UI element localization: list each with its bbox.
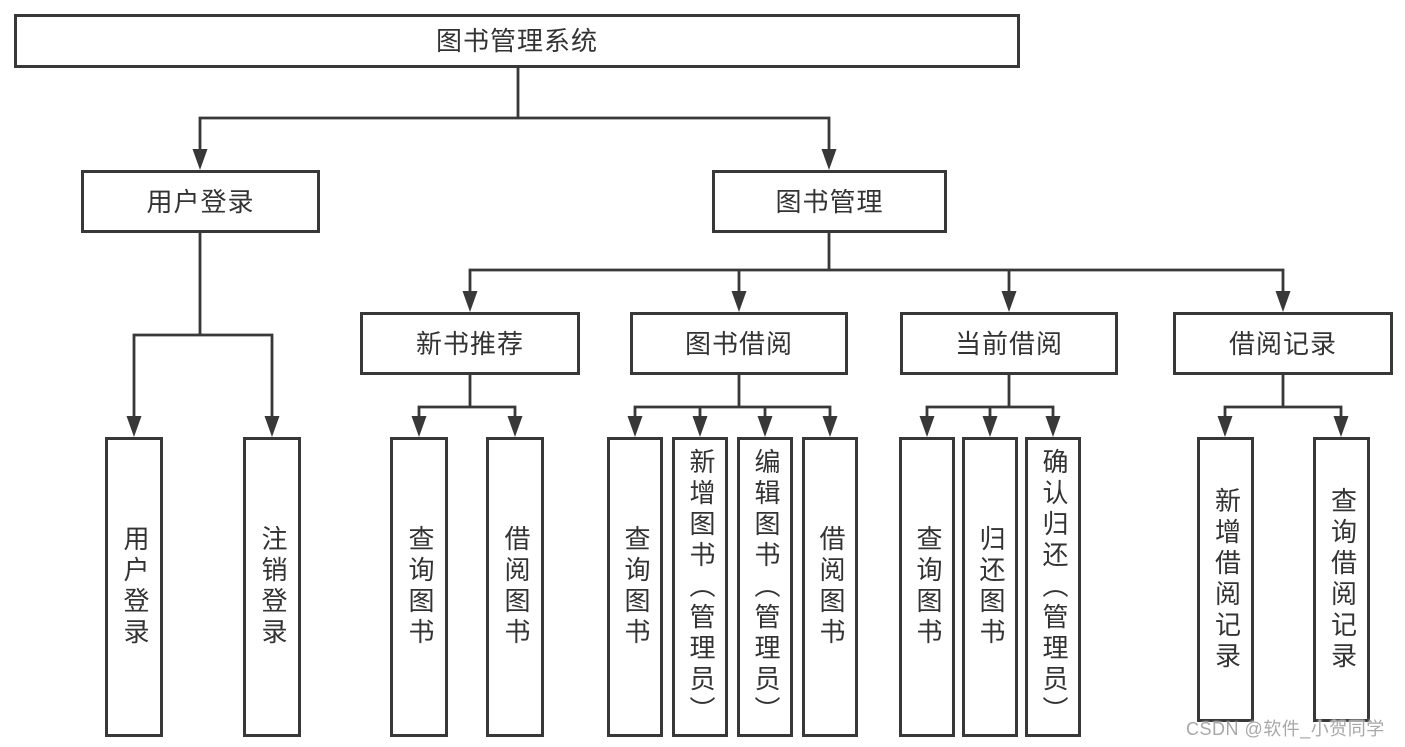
leaf-label: 查询图书: [404, 525, 435, 649]
leaf-logout: 注销登录: [243, 437, 301, 737]
node-label: 借阅记录: [1228, 328, 1337, 359]
leaf-return-books: 归还图书: [962, 437, 1018, 737]
arrowhead-to-leaf-user-login: [126, 416, 142, 437]
leaf-label: 确认归还（管理员）: [1038, 447, 1069, 727]
leaf-label: 借阅图书: [815, 525, 846, 649]
leaf-label: 查询图书: [620, 525, 651, 649]
arrowhead-to-borrow-record: [1275, 291, 1291, 312]
leaf-label: 注销登录: [257, 525, 288, 649]
arrowhead-to-book-borrow: [731, 291, 747, 312]
connector-user-login-fork: [126, 231, 280, 437]
connector-book-management-fork: [462, 231, 1291, 312]
node-label: 图书管理: [775, 186, 884, 217]
leaf-borrow-books: 借阅图书: [802, 437, 858, 737]
leaf-edit-book-admin: 编辑图书（管理员）: [737, 437, 793, 737]
leaf-label: 借阅图书: [500, 525, 531, 649]
leaf-query-books-current: 查询图书: [899, 437, 955, 737]
leaf-label: 新增借阅记录: [1211, 486, 1242, 673]
node-new-book-recommend: 新书推荐: [360, 312, 580, 375]
node-book-management: 图书管理: [712, 170, 947, 233]
node-label: 图书借阅: [684, 328, 793, 359]
arrowhead-to-leaf-logout: [264, 416, 280, 437]
node-label: 新书推荐: [415, 328, 524, 359]
leaf-label: 新增图书（管理员）: [685, 447, 716, 727]
leaf-label: 用户登录: [119, 525, 150, 649]
connector-current-borrow-fork: [919, 373, 1061, 437]
arrowhead-to-new-book-recommend: [462, 291, 478, 312]
leaf-query-books-borrow: 查询图书: [607, 437, 663, 737]
leaf-user-login: 用户登录: [105, 437, 163, 737]
node-label: 用户登录: [146, 186, 255, 217]
arrowhead-to-current-borrow: [1001, 291, 1017, 312]
csdn-watermark: CSDN @软件_小贺同学: [1186, 719, 1385, 739]
node-library-management-system: 图书管理系统: [14, 14, 1020, 68]
leaf-query-borrow-record: 查询借阅记录: [1313, 437, 1370, 722]
connector-root-fork: [192, 66, 837, 170]
leaf-borrow-books-recommend: 借阅图书: [486, 437, 544, 737]
node-book-borrow: 图书借阅: [630, 312, 848, 375]
leaf-label: 查询借阅记录: [1327, 486, 1358, 673]
leaf-label: 编辑图书（管理员）: [750, 447, 781, 727]
leaf-label: 查询图书: [912, 525, 943, 649]
node-label: 图书管理系统: [435, 26, 598, 56]
leaf-label: 归还图书: [975, 525, 1006, 649]
node-borrow-record: 借阅记录: [1173, 312, 1393, 375]
leaf-add-book-admin: 新增图书（管理员）: [672, 437, 728, 737]
node-current-borrow: 当前借阅: [900, 312, 1118, 375]
arrowhead-to-user-login: [192, 149, 208, 170]
leaf-confirm-return-admin: 确认归还（管理员）: [1025, 437, 1081, 737]
node-label: 当前借阅: [954, 328, 1063, 359]
connector-new-book-recommend-fork: [411, 373, 523, 437]
node-user-login: 用户登录: [81, 170, 320, 233]
leaf-query-books-recommend: 查询图书: [390, 437, 448, 737]
arrowhead-to-book-management: [821, 149, 837, 170]
leaf-add-borrow-record: 新增借阅记录: [1197, 437, 1254, 722]
connector-book-borrow-fork: [627, 373, 838, 437]
connector-borrow-record-fork: [1217, 373, 1349, 437]
